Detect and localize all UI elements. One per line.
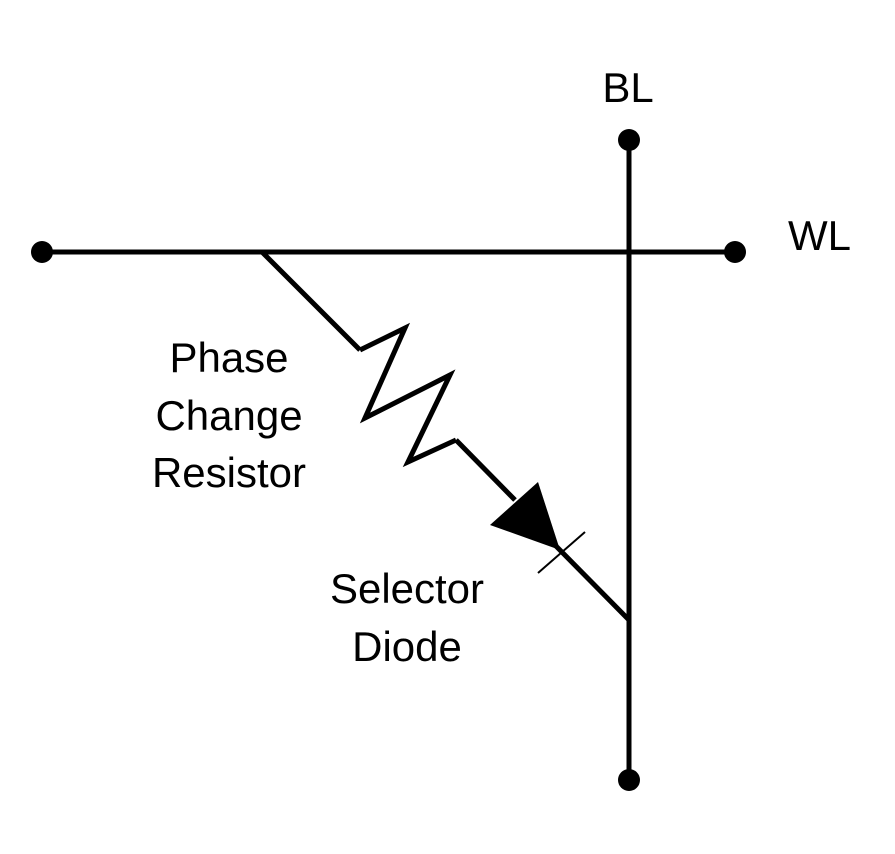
bit-line-bottom-terminal [618,769,640,791]
diode-label-line-1: Selector [330,565,484,612]
selector-diode-triangle [490,482,560,550]
word-line-right-terminal [724,241,746,263]
resistor-diode-lead [454,438,517,502]
resistor-label: Phase Change Resistor [152,334,306,496]
bit-line-top-terminal [618,129,640,151]
phase-change-resistor [358,322,458,468]
resistor-label-line-1: Phase [169,334,288,381]
resistor-top-lead [260,250,362,352]
diode-label: Selector Diode [330,565,484,670]
resistor-label-line-2: Change [155,392,302,439]
bit-line-label: BL [602,64,653,111]
word-line-left-terminal [31,241,53,263]
resistor-label-line-3: Resistor [152,449,306,496]
word-line-label: WL [788,212,851,259]
diode-bit-line-lead [550,540,631,622]
diode-label-line-2: Diode [352,623,462,670]
